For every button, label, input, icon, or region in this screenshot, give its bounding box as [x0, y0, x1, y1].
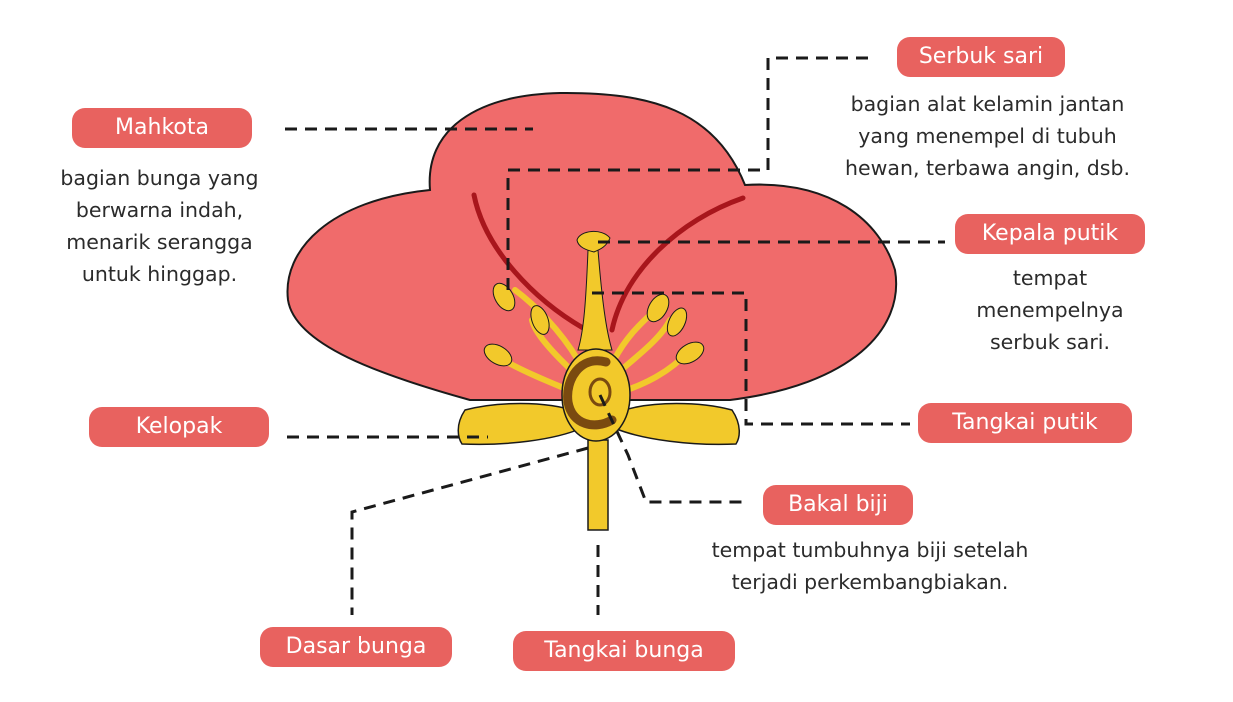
label-kelopak: Kelopak [89, 407, 269, 447]
ovule [588, 377, 612, 407]
desc-kepala-putik-line: tempat [1012, 266, 1088, 290]
desc-serbuk-sari: bagian alat kelamin jantan yang menempel… [790, 88, 1185, 184]
anthers [483, 282, 705, 367]
label-mahkota: Mahkota [72, 108, 252, 148]
desc-mahkota-line: untuk hinggap. [81, 262, 238, 286]
sepal-right [613, 402, 740, 446]
label-serbuk-sari: Serbuk sari [897, 37, 1065, 77]
desc-mahkota: bagian bunga yang berwarna indah, menari… [22, 162, 297, 290]
label-kepala-putik: Kepala putik [955, 214, 1145, 254]
sepal-left [457, 402, 583, 446]
desc-kepala-putik: tempat menempelnya serbuk sari. [950, 262, 1150, 358]
desc-mahkota-line: berwarna indah, [75, 198, 244, 222]
desc-bakal-biji: tempat tumbuhnya biji setelah terjadi pe… [660, 534, 1080, 598]
desc-bakal-biji-line: terjadi perkembangbiakan. [731, 570, 1009, 594]
label-bakal-biji: Bakal biji [763, 485, 913, 525]
petal-vein-right [609, 195, 746, 333]
ovary-ring [563, 356, 617, 430]
label-tangkai-bunga: Tangkai bunga [513, 631, 735, 671]
desc-mahkota-line: menarik serangga [66, 230, 253, 254]
pistil-style [577, 249, 613, 351]
flower-stalk [587, 439, 609, 531]
label-dasar-bunga: Dasar bunga [260, 627, 452, 667]
desc-serbuk-sari-line: bagian alat kelamin jantan [850, 92, 1125, 116]
stigma [576, 231, 611, 253]
desc-serbuk-sari-line: hewan, terbawa angin, dsb. [845, 156, 1130, 180]
petal-vein-left [471, 192, 586, 331]
desc-serbuk-sari-line: yang menempel di tubuh [858, 124, 1117, 148]
desc-mahkota-line: bagian bunga yang [60, 166, 259, 190]
desc-kepala-putik-line: menempelnya [976, 298, 1124, 322]
desc-kepala-putik-line: serbuk sari. [990, 330, 1110, 354]
leader-lines [285, 56, 945, 615]
desc-bakal-biji-line: tempat tumbuhnya biji setelah [711, 538, 1029, 562]
label-tangkai-putik: Tangkai putik [918, 403, 1132, 443]
